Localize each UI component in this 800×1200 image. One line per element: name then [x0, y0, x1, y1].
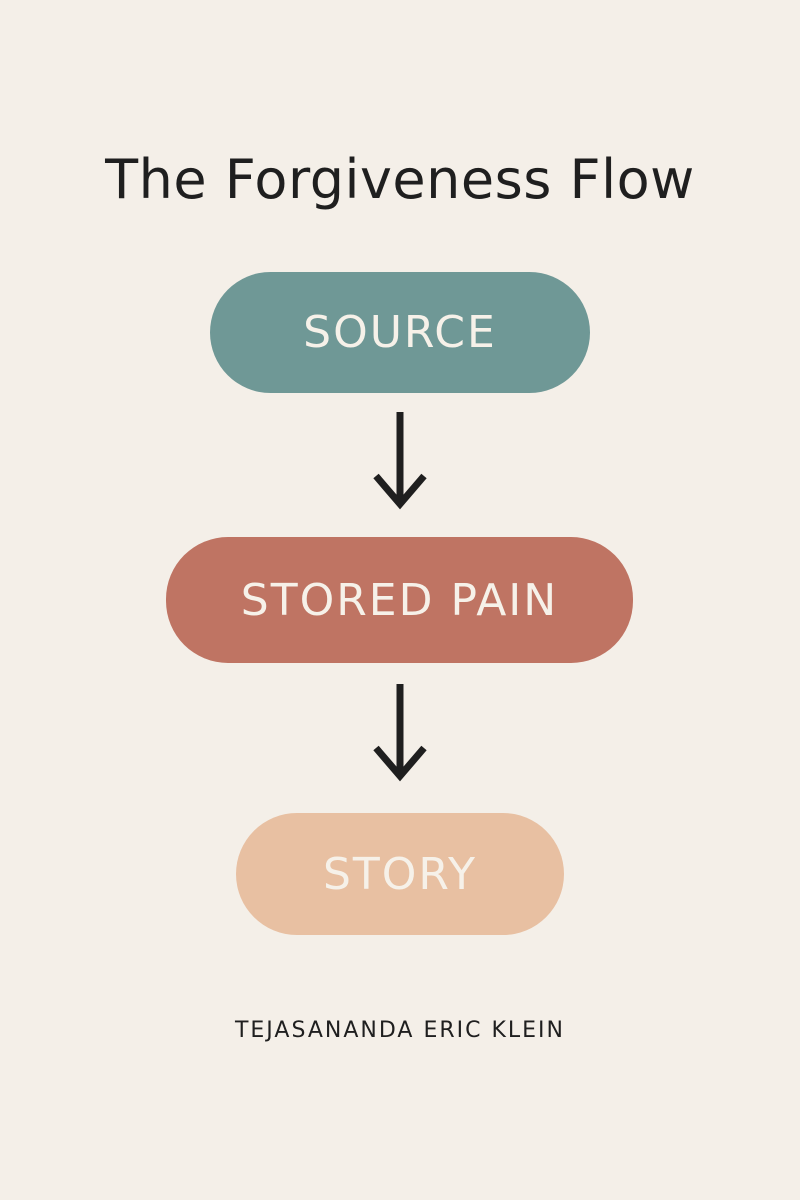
step-label: STORED PAIN — [240, 574, 559, 626]
step-source: SOURCE — [210, 272, 590, 393]
author-name: TEJASANANDA ERIC KLEIN — [234, 1018, 566, 1043]
arrow-down-icon — [373, 684, 427, 782]
step-stored-pain: STORED PAIN — [166, 537, 633, 663]
step-story: STORY — [236, 813, 564, 935]
arrow-down-icon — [373, 412, 427, 510]
step-label: SOURCE — [303, 307, 497, 358]
page-title: The Forgiveness Flow — [105, 148, 695, 211]
step-label: STORY — [322, 848, 478, 900]
